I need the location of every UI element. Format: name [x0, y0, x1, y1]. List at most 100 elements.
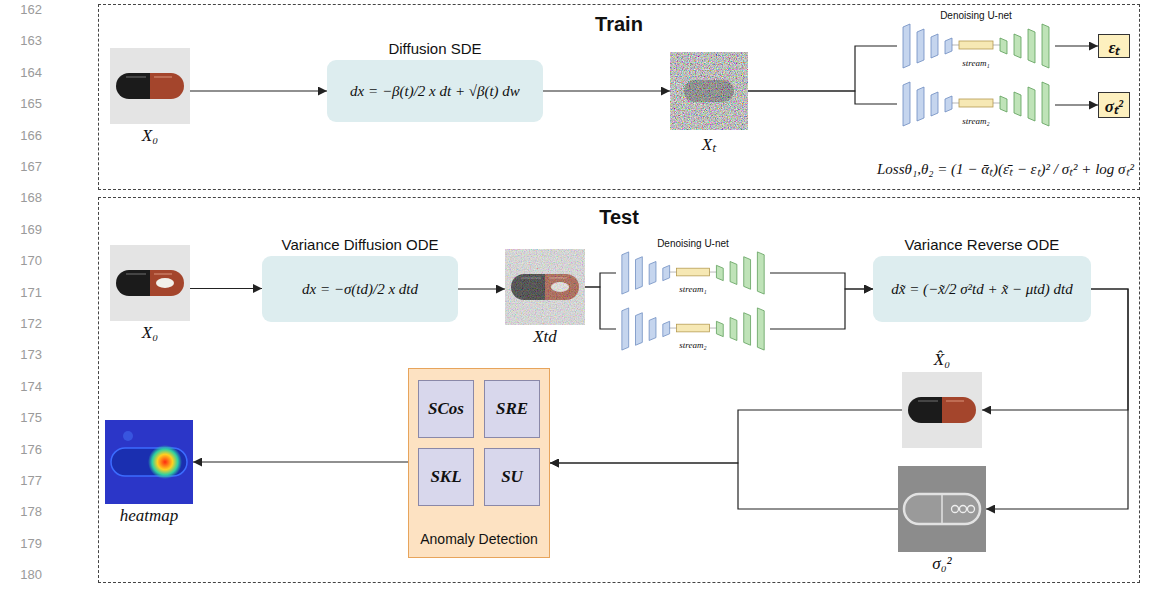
- image-caption: X̂₀: [882, 350, 1002, 370]
- defect-spot: [156, 278, 174, 288]
- line-number: 163: [20, 33, 42, 48]
- line-number: 169: [20, 222, 42, 237]
- box-heading: Variance Diffusion ODE: [232, 236, 488, 253]
- symbol: SRE: [496, 399, 528, 419]
- score-box: SKL: [418, 448, 474, 506]
- stream-label: stream₁: [897, 58, 1055, 68]
- line-number: 179: [20, 536, 42, 551]
- model-label: Denoising U-net: [877, 10, 1075, 21]
- image-panel: Xₜ: [670, 52, 748, 130]
- line-number: 170: [20, 253, 42, 268]
- image-caption: σ₀²: [878, 554, 1006, 574]
- image-panel: σ₀²: [898, 466, 986, 552]
- image-caption: Xₜ: [650, 132, 768, 155]
- noise-shadow: [684, 80, 734, 102]
- flow-arrow: [748, 46, 897, 91]
- flow-arrow: [770, 273, 873, 289]
- pill-photo: [110, 245, 190, 321]
- line-number: 167: [20, 159, 42, 174]
- symbol: σₜ²: [1105, 94, 1123, 117]
- flow-arrow: [585, 273, 616, 287]
- output-box: εₜ: [1098, 34, 1130, 58]
- line-number: 162: [20, 2, 42, 17]
- output-box: σₜ²: [1098, 92, 1130, 118]
- variance-map: [898, 466, 986, 552]
- stream-label: stream₂: [897, 116, 1055, 126]
- unet-model: Denoising U-netstream₁: [616, 250, 770, 296]
- loss-formula: Lossθ₁,θ₂ = (1 − ᾱₜ)(ε̄ₜ − εₜ)² / σₜ² + …: [877, 158, 1134, 178]
- line-number: 177: [20, 473, 42, 488]
- image-panel: X₀: [110, 245, 190, 321]
- stream-label: stream₂: [616, 340, 770, 350]
- image-caption: Xtd: [485, 327, 605, 347]
- image-panel: X₀: [110, 48, 190, 124]
- stream-label: stream₁: [616, 284, 770, 294]
- line-number: 174: [20, 379, 42, 394]
- equation-box: Variance Diffusion ODEdx = −σ(td)/2 x dt…: [262, 256, 458, 322]
- flow-arrow: [550, 410, 902, 463]
- flow-arrow: [748, 91, 897, 104]
- noise-overlay: [505, 249, 585, 325]
- pill-photo: [110, 48, 190, 124]
- flow-arrow: [585, 287, 616, 329]
- score-box: SCos: [418, 380, 474, 438]
- flow-arrow: [190, 90, 327, 91]
- pill-photo: [505, 249, 585, 325]
- heatmap-image: [105, 420, 193, 504]
- line-number: 176: [20, 442, 42, 457]
- flow-arrow: [1055, 104, 1098, 105]
- flow-arrow: [543, 90, 670, 91]
- equation: dx̃ = (−x̃/2 σ²td + x̃ − μtd) dtd: [891, 281, 1073, 298]
- equation: dx = −β(t)/2 x dt + √β(t) dw: [350, 83, 520, 100]
- line-number: 180: [20, 567, 42, 582]
- flow-arrow: [986, 289, 1128, 509]
- image-panel: Xtd: [505, 249, 585, 325]
- score-box: SU: [484, 448, 540, 506]
- flow-arrow: [550, 463, 898, 509]
- variance-seam: [941, 495, 943, 523]
- line-number: 178: [20, 504, 42, 519]
- score-box: SRE: [484, 380, 540, 438]
- equation: dx = −σ(td)/2 x dtd: [302, 281, 418, 298]
- noise-image: [670, 52, 748, 130]
- heatmap-hotspot: [148, 445, 182, 479]
- section-frame: TestX₀Variance Diffusion ODEdx = −σ(td)/…: [98, 197, 1140, 583]
- image-panel: X̂₀: [902, 372, 982, 448]
- flow-arrow: [770, 289, 873, 329]
- image-caption: heatmap: [85, 506, 213, 526]
- unet-model: stream₂: [616, 306, 770, 352]
- unet-model: stream₂: [897, 80, 1055, 128]
- heatmap-spot: [123, 431, 133, 441]
- symbol: SKL: [430, 467, 461, 487]
- flow-arrow: [458, 288, 505, 289]
- symbol: SCos: [428, 399, 464, 419]
- line-number: 172: [20, 316, 42, 331]
- box-heading: Diffusion SDE: [297, 40, 573, 57]
- flow-arrow: [193, 461, 408, 462]
- panel-label: Anomaly Detection: [409, 531, 549, 547]
- line-number: 175: [20, 410, 42, 425]
- line-number: 168: [20, 190, 42, 205]
- unet-model: Denoising U-netstream₁: [897, 22, 1055, 70]
- section-title: Test: [99, 206, 1139, 229]
- box-heading: Variance Reverse ODE: [843, 236, 1121, 253]
- symbol: SU: [501, 467, 523, 487]
- image-panel: heatmap: [105, 420, 193, 504]
- image-caption: X₀: [90, 323, 210, 343]
- line-number: 164: [20, 65, 42, 80]
- model-label: Denoising U-net: [596, 238, 790, 249]
- line-number: 165: [20, 96, 42, 111]
- pill-photo: [902, 372, 982, 448]
- variance-marks: [952, 506, 975, 513]
- image-caption: X₀: [90, 126, 210, 146]
- equation-box: Diffusion SDEdx = −β(t)/2 x dt + √β(t) d…: [327, 60, 543, 122]
- flow-arrow: [190, 288, 262, 289]
- equation-box: Variance Reverse ODEdx̃ = (−x̃/2 σ²td + …: [873, 256, 1091, 322]
- symbol: εₜ: [1109, 35, 1120, 58]
- line-number: 171: [20, 285, 42, 300]
- line-number: 166: [20, 128, 42, 143]
- flow-arrow: [1055, 45, 1098, 46]
- detection-panel: Anomaly Detection SCos SRE SKL SU: [408, 368, 550, 558]
- line-number: 173: [20, 347, 42, 362]
- variance-outline: [904, 494, 980, 524]
